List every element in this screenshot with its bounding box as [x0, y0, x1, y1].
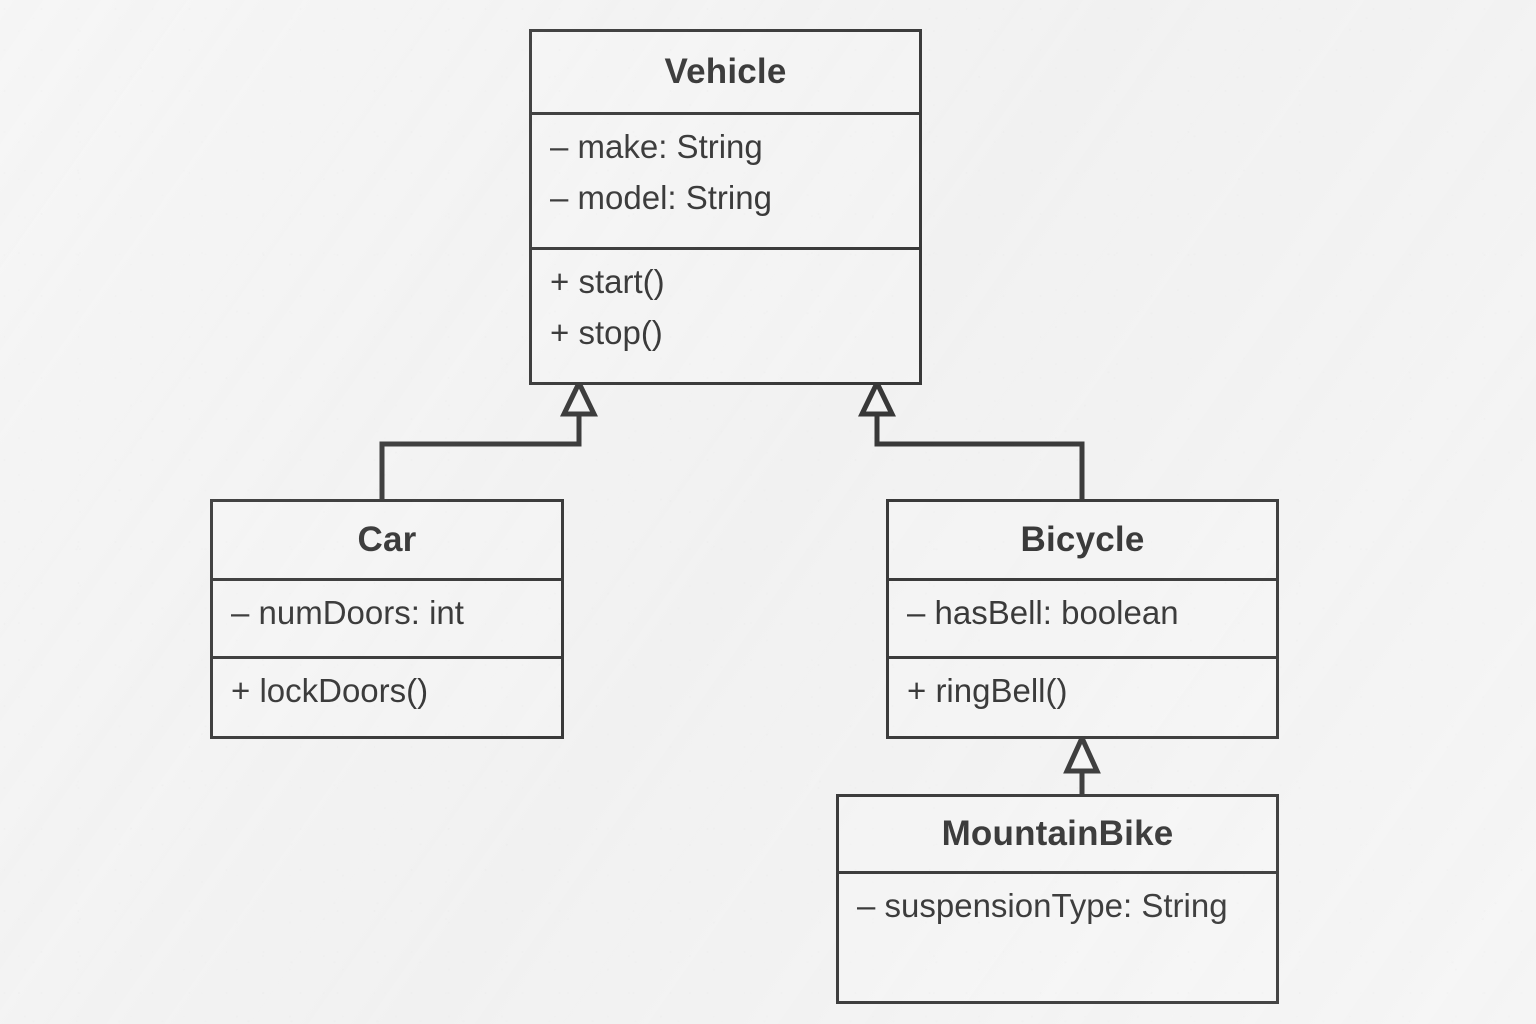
- class-name-vehicle: Vehicle: [664, 52, 787, 91]
- attribute-item: – hasBell: boolean: [907, 594, 1179, 631]
- attribute-item: – model: String: [550, 179, 772, 217]
- generalization-line-car: [379, 414, 582, 500]
- generalization-car-to-vehicle: [379, 377, 598, 500]
- hollow-triangle-arrowhead-car: [560, 377, 598, 417]
- generalization-line-bicycle: [874, 414, 1085, 500]
- operations-compartment-bicycle: + ringBell(): [889, 656, 1276, 736]
- generalization-bicycle-to-vehicle: [858, 377, 1085, 500]
- generalization-mountainbike-to-bicycle: [1063, 731, 1101, 795]
- uml-class-bicycle[interactable]: Bicycle – hasBell: boolean + ringBell(): [886, 499, 1279, 739]
- operation-item: + stop(): [550, 314, 663, 352]
- uml-class-vehicle[interactable]: Vehicle – make: String – model: String +…: [529, 29, 922, 385]
- hollow-triangle-arrowhead-mountainbike: [1063, 731, 1101, 774]
- attributes-compartment-mountainbike: – suspensionType: String: [839, 871, 1276, 1001]
- attribute-item: – suspensionType: String: [857, 887, 1228, 924]
- uml-class-mountainbike[interactable]: MountainBike – suspensionType: String: [836, 794, 1279, 1004]
- attribute-item: – numDoors: int: [231, 594, 464, 631]
- operations-compartment-vehicle: + start() + stop(): [532, 247, 919, 382]
- uml-class-car[interactable]: Car – numDoors: int + lockDoors(): [210, 499, 564, 739]
- class-name-bicycle: Bicycle: [1020, 520, 1145, 559]
- attributes-compartment-car: – numDoors: int: [213, 578, 561, 656]
- operation-item: + start(): [550, 263, 665, 300]
- class-name-car: Car: [357, 520, 417, 559]
- class-name-mountainbike: MountainBike: [941, 814, 1174, 853]
- operation-item: + ringBell(): [907, 672, 1068, 709]
- attribute-item: – make: String: [550, 128, 763, 165]
- attributes-compartment-bicycle: – hasBell: boolean: [889, 578, 1276, 656]
- operation-item: + lockDoors(): [231, 672, 429, 709]
- hollow-triangle-arrowhead-bicycle: [858, 377, 896, 417]
- attributes-compartment-vehicle: – make: String – model: String: [532, 112, 919, 247]
- operations-compartment-car: + lockDoors(): [213, 656, 561, 736]
